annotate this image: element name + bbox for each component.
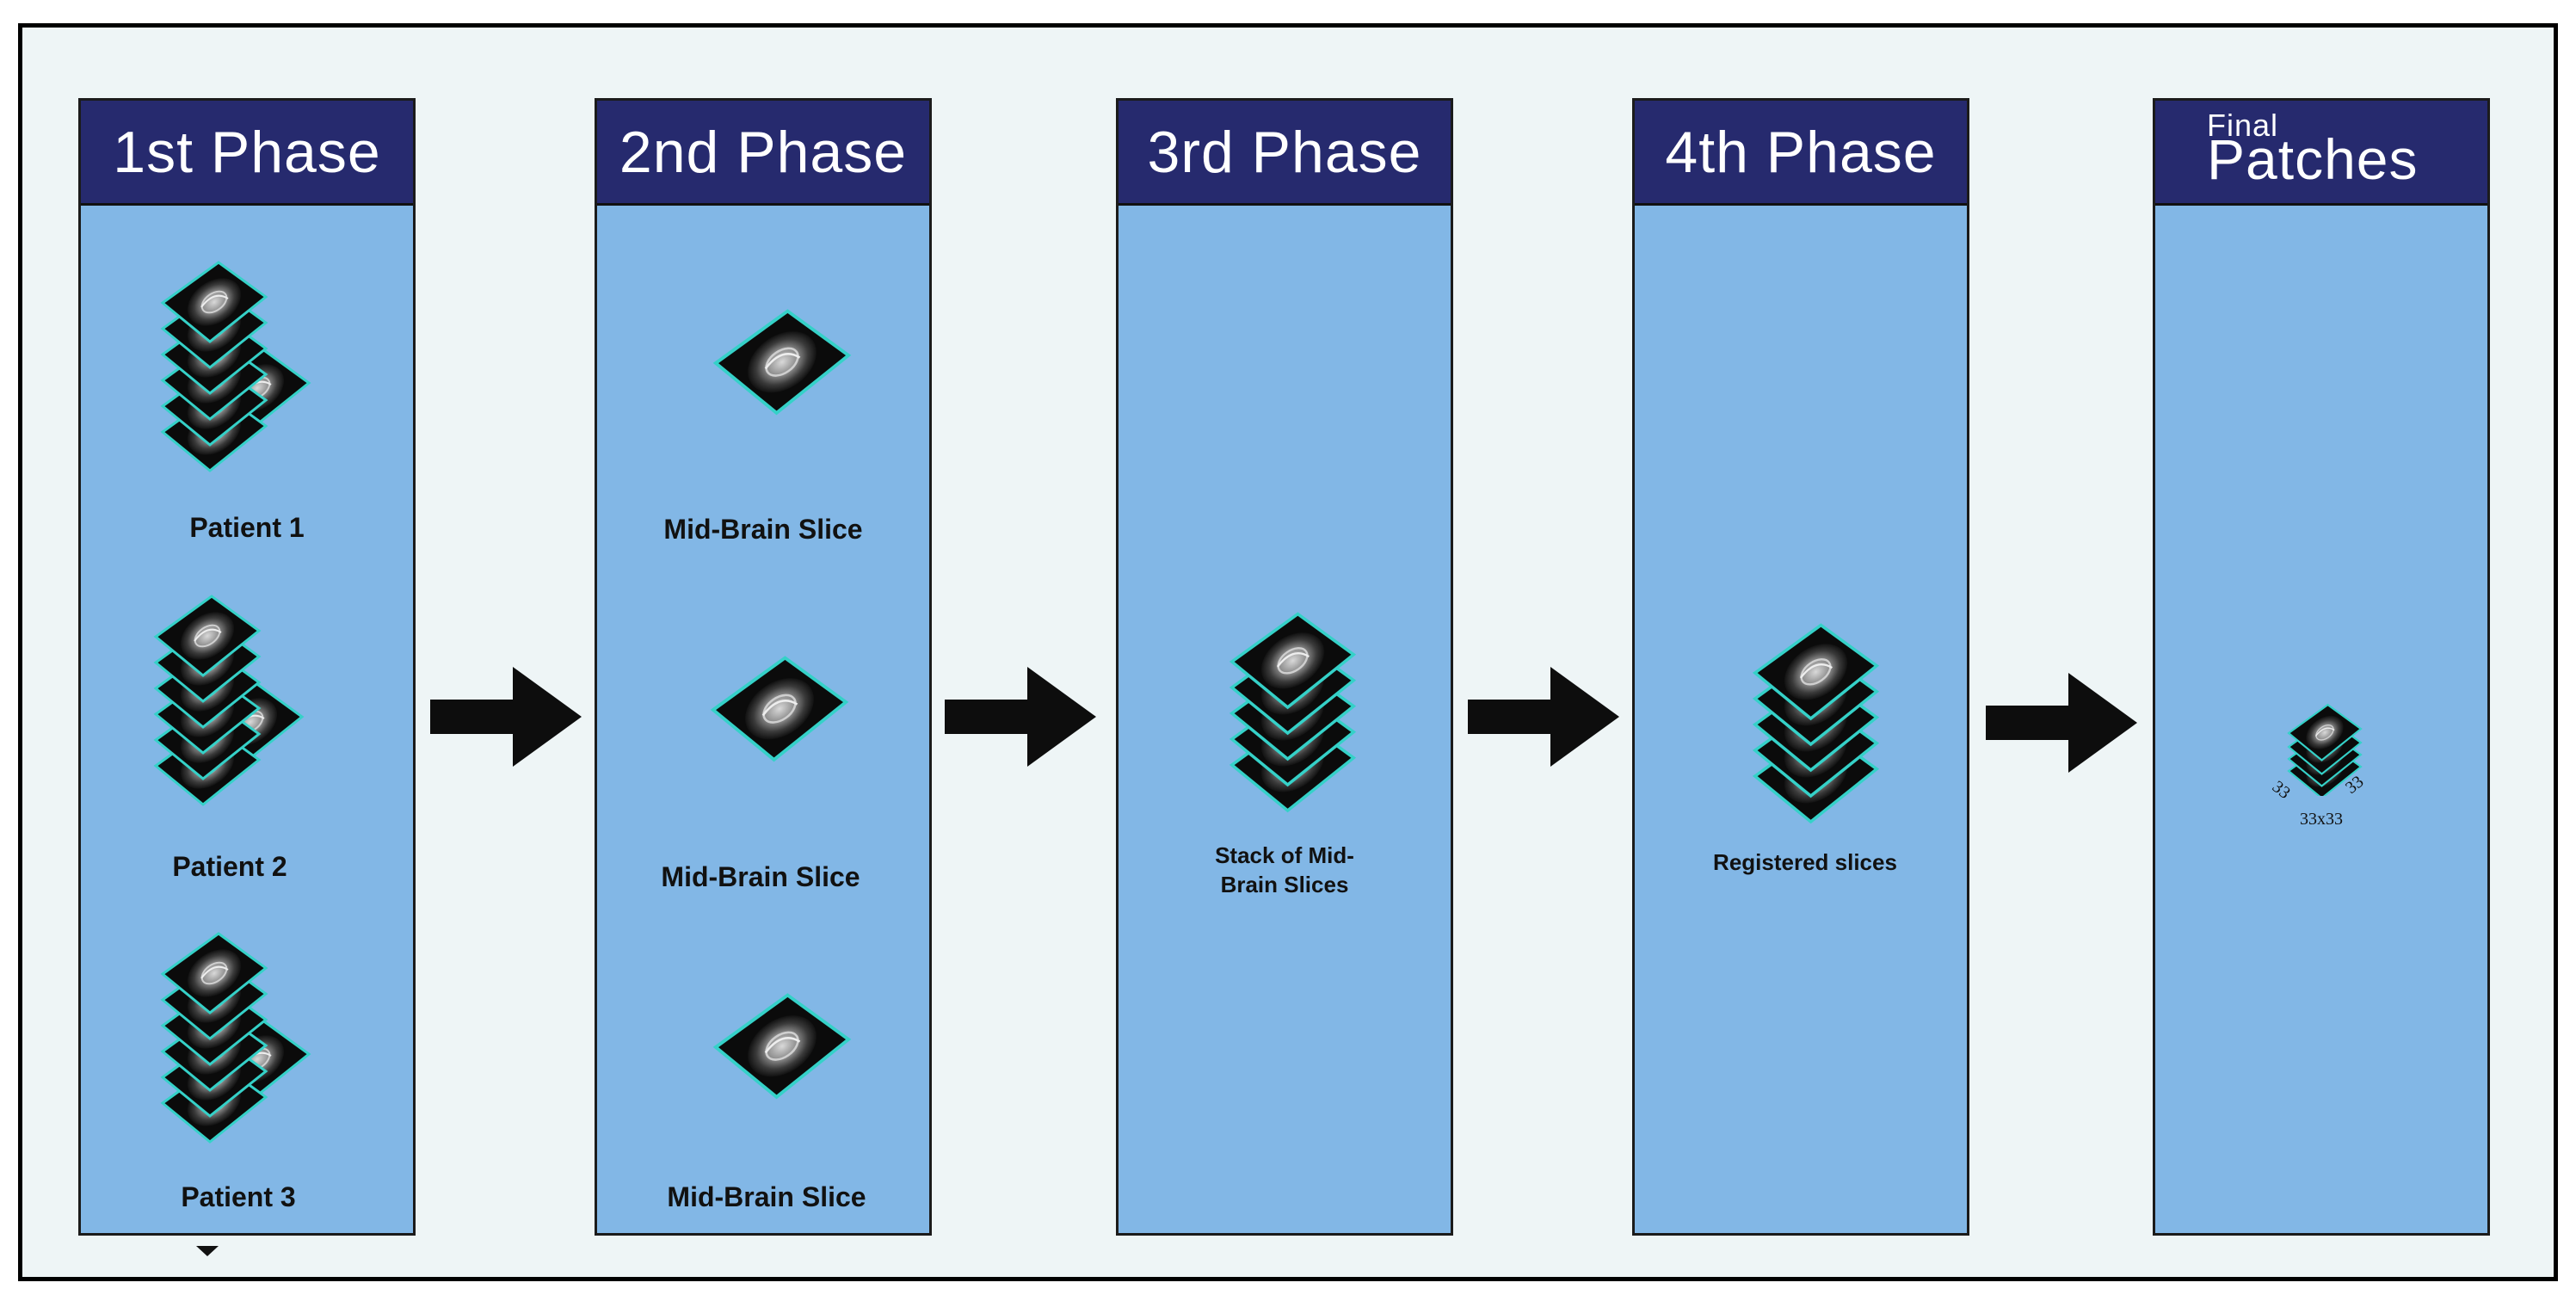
right-arrow-icon <box>1986 673 2137 773</box>
final-title-small: Final <box>2207 108 2279 143</box>
phase-4-panel: 4th Phase Registered slices <box>1632 98 1969 1236</box>
phase-4-title: 4th Phase <box>1635 101 1967 206</box>
registered-slices-label: Registered slices <box>1713 849 1897 875</box>
mri-slice-stack-icon <box>161 261 311 472</box>
mri-slice-icon <box>713 993 851 1099</box>
right-arrow-icon <box>1468 667 1619 767</box>
mri-slice-icon <box>713 309 851 415</box>
mid-brain-slice-label-2: Mid-Brain Slice <box>661 861 860 892</box>
right-arrow-icon <box>430 667 582 767</box>
phase-3-panel: 3rd Phase Stack of Mid-Brain Slices <box>1116 98 1453 1236</box>
final-patches-title: Final Patches <box>2155 101 2487 206</box>
right-arrow-icon <box>945 667 1096 767</box>
phase-1-panel: 1st Phase Patient 1 Patient 2 Patient 3 <box>78 98 416 1236</box>
patch-size-label: 33x33 <box>2300 810 2343 829</box>
small-triangle-marker <box>196 1246 219 1256</box>
patches-title-big: Patches <box>2207 127 2419 191</box>
mid-brain-slice-label-3: Mid-Brain Slice <box>667 1181 866 1212</box>
phase-3-title: 3rd Phase <box>1119 101 1451 206</box>
mri-slice-icon <box>711 656 848 761</box>
mri-slice-stack-icon <box>1230 612 1355 812</box>
patient-3-label: Patient 3 <box>181 1181 296 1212</box>
patient-2-label: Patient 2 <box>172 851 287 882</box>
phase-1-title: 1st Phase <box>81 101 413 206</box>
mid-brain-slice-label-1: Mid-Brain Slice <box>663 514 863 545</box>
patient-1-label: Patient 1 <box>189 512 305 543</box>
mri-slice-stack-icon <box>154 595 304 806</box>
mri-slice-stack-icon <box>161 932 311 1144</box>
final-patches-panel: Final Patches 33 33 33x33 <box>2153 98 2490 1236</box>
phase-2-panel: 2nd Phase Mid-Brain Slice Mid-Brain Slic… <box>595 98 932 1236</box>
mri-slice-stack-icon <box>1753 623 1878 823</box>
stack-of-mid-brain-slices-label: Stack of Mid-Brain Slices <box>1215 842 1354 897</box>
phase-2-title: 2nd Phase <box>597 101 929 206</box>
